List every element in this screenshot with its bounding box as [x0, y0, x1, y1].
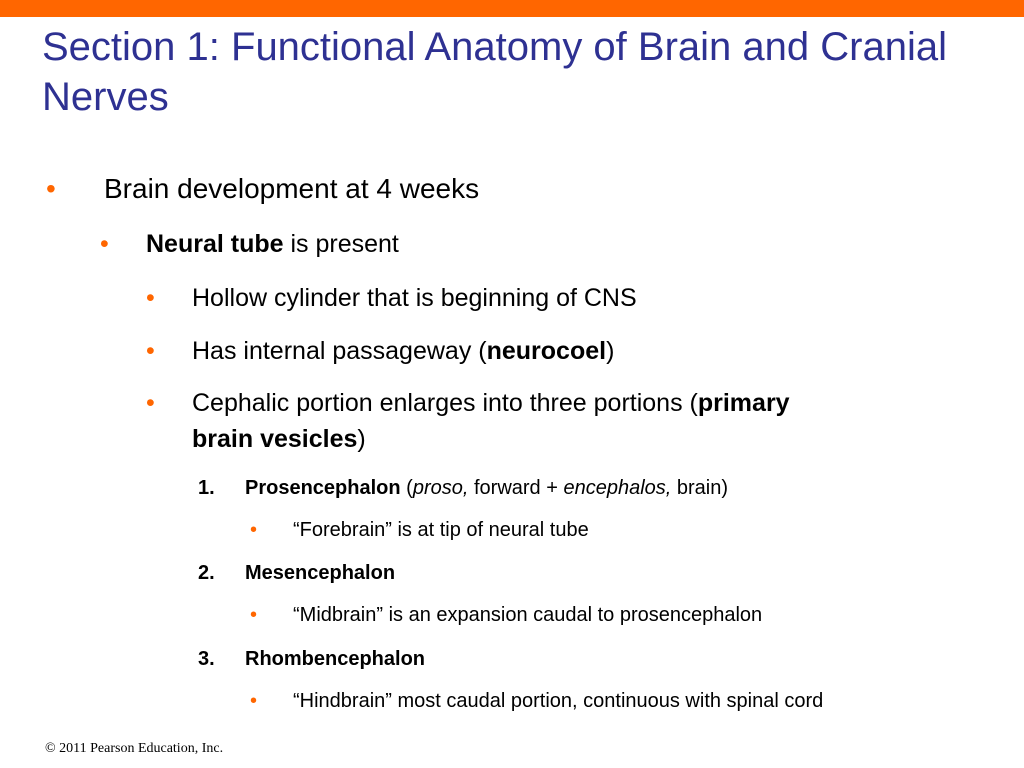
- bullet-text-line1: Cephalic portion enlarges into three por…: [192, 387, 790, 419]
- vesicle-number: 3.: [198, 648, 215, 670]
- bullet-glyph: •: [250, 519, 258, 541]
- term-mesencephalon: Mesencephalon: [245, 562, 396, 584]
- top-accent-bar: [0, 0, 1024, 17]
- bullet-glyph: •: [146, 337, 155, 365]
- note-text: “Hindbrain” most caudal portion, continu…: [293, 690, 824, 712]
- bullet-glyph: •: [250, 604, 258, 626]
- bullet-text-rest: is present: [283, 230, 399, 258]
- term-prosencephalon: Prosencephalon: [245, 477, 401, 499]
- note-text: “Midbrain” is an expansion caudal to pro…: [293, 604, 763, 626]
- term-brain-vesicles: brain vesicles: [192, 425, 358, 453]
- bullet-text: Has internal passageway (neurocoel): [192, 335, 614, 367]
- bullet-glyph: •: [250, 690, 258, 712]
- vesicle-text: Prosencephalon (proso, forward + encepha…: [245, 475, 728, 501]
- term-neural-tube: Neural tube: [146, 230, 284, 258]
- etym-forward: forward +: [468, 477, 564, 499]
- term-primary: primary: [697, 389, 790, 417]
- etym-open: (: [400, 477, 413, 499]
- bullet-glyph: •: [146, 284, 155, 312]
- bullet-glyph: •: [100, 230, 109, 258]
- bullet-glyph: •: [146, 389, 155, 417]
- term-neurocoel: neurocoel: [486, 337, 607, 365]
- vesicle-number: 1.: [198, 477, 215, 499]
- copyright-footer: © 2011 Pearson Education, Inc.: [45, 741, 224, 756]
- bullet-text-start: Has internal passageway (: [192, 337, 487, 365]
- note-text: “Forebrain” is at tip of neural tube: [293, 519, 589, 541]
- vesicle-number: 2.: [198, 562, 215, 584]
- slide-title: Section 1: Functional Anatomy of Brain a…: [42, 25, 947, 119]
- bullet-glyph: •: [46, 173, 56, 204]
- bullet-cephalic-portion-line2: brain vesicles): [192, 423, 366, 455]
- bullet-text-end: ): [606, 337, 615, 365]
- bullet-text-end: ): [357, 425, 366, 453]
- bullet-text-start: Cephalic portion enlarges into three por…: [192, 389, 698, 417]
- bullet-text: Hollow cylinder that is beginning of CNS: [192, 284, 637, 312]
- etym-proso: proso,: [412, 477, 469, 499]
- etym-brain: brain): [671, 477, 729, 499]
- bullet-text: Brain development at 4 weeks: [104, 173, 480, 204]
- etym-encephalos: encephalos,: [563, 477, 672, 499]
- bullet-text: Neural tube is present: [146, 228, 399, 260]
- term-rhombencephalon: Rhombencephalon: [245, 648, 426, 670]
